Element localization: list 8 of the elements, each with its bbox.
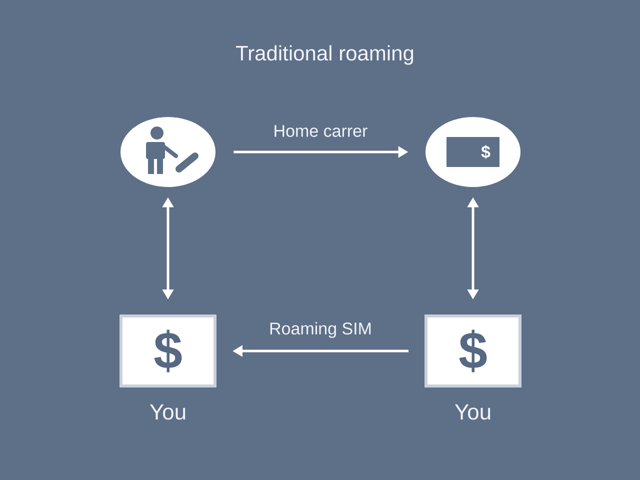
square-node: $ — [120, 314, 216, 388]
circle-node: $ — [426, 117, 520, 187]
node-caption: You — [454, 404, 490, 420]
title: Traditional roaming — [236, 45, 414, 65]
edge-label: Roaming SIM — [267, 320, 374, 340]
square-node: $ — [424, 314, 522, 388]
node-caption: You — [150, 404, 186, 420]
edge-label: Home carrer — [271, 123, 370, 139]
